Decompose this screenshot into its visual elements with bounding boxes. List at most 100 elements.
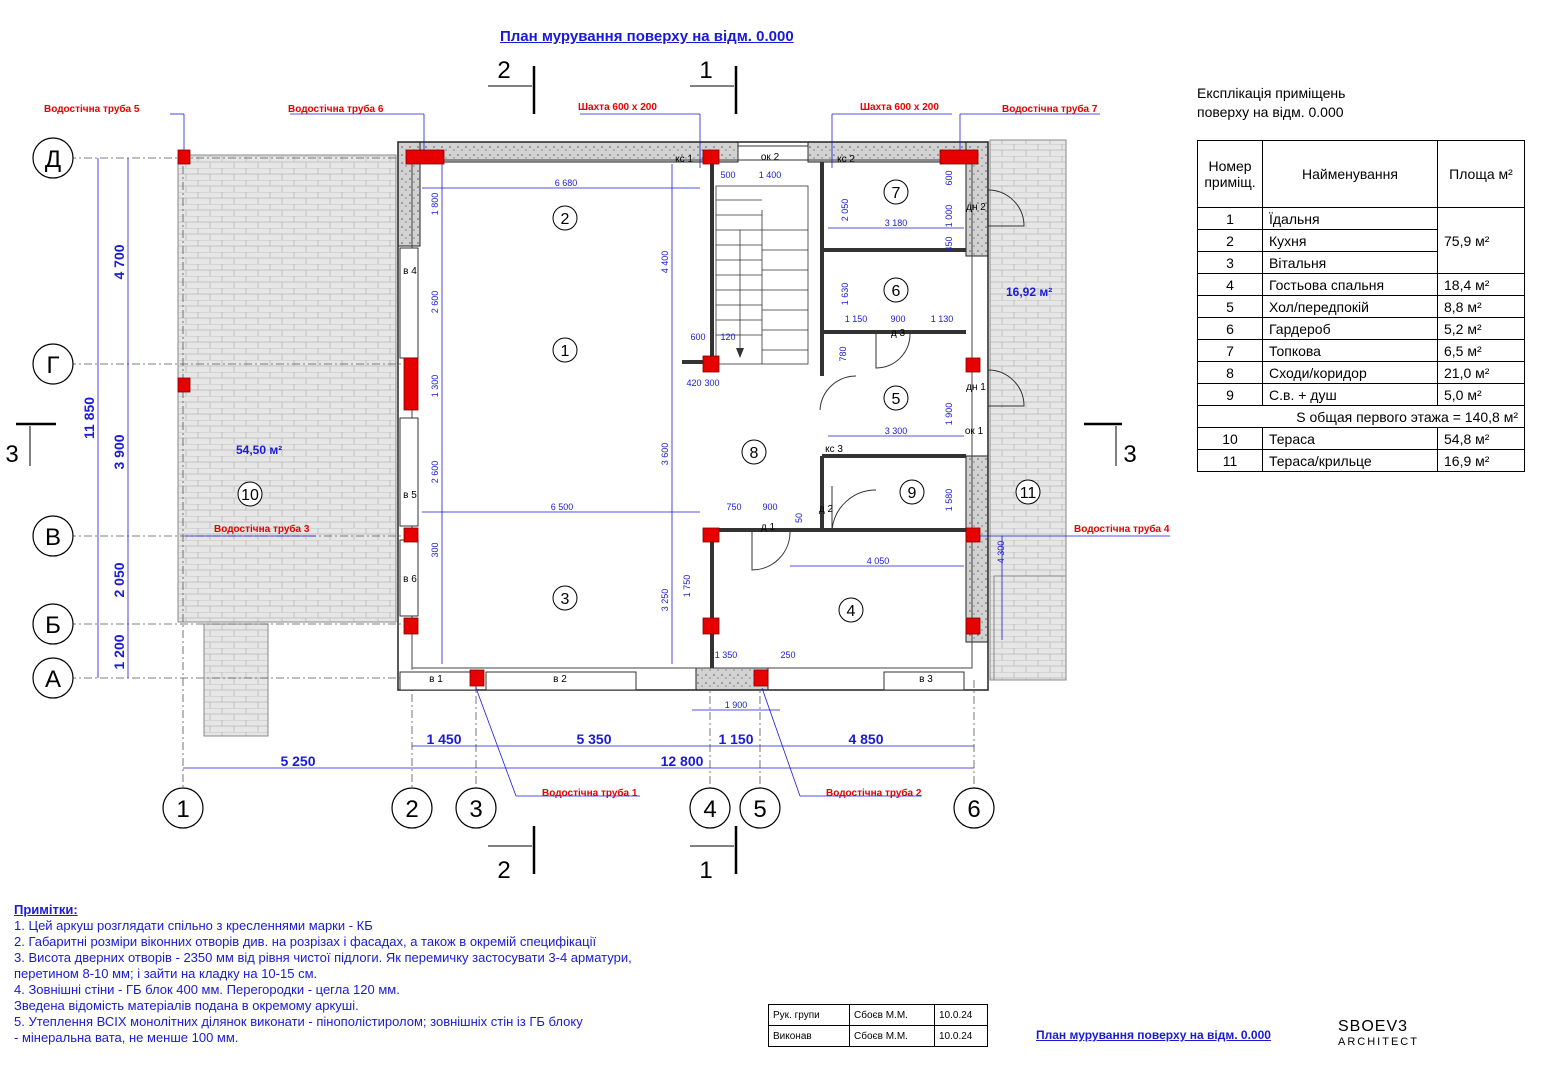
dim-label: 3 250	[660, 589, 670, 612]
dim-label: 750	[726, 502, 741, 512]
dim-label: 420	[686, 378, 701, 388]
dim-label: 1 350	[715, 650, 738, 660]
table-row: 1 Їдальня 75,9 м²	[1197, 207, 1525, 274]
logo-text: SBOEV3	[1338, 1018, 1409, 1035]
room-name: Їдальня	[1262, 207, 1438, 230]
pipe-label: Водостічна труба 3	[214, 523, 310, 535]
stamp-row: Рук. групи Сбоєв М.М. 10.0.24	[768, 1004, 988, 1026]
dim-label: 4 700	[111, 244, 127, 279]
dim-label: 1 750	[682, 575, 692, 598]
room-num: 10	[1197, 427, 1263, 450]
note-line: - мінеральна вата, не менше 100 мм.	[14, 1030, 239, 1045]
shaft-label: Шахта 600 х 200	[578, 102, 657, 113]
stamp-row: Виконав Сбоєв М.М. 10.0.24	[768, 1025, 988, 1047]
dim-label: 4 850	[848, 731, 883, 747]
dim-label: 1 800	[430, 193, 440, 216]
room-number: 8	[750, 445, 759, 462]
dim-label: 3 600	[660, 443, 670, 466]
dim-label: 2 600	[430, 291, 440, 314]
porch-area-label: 16,92 м²	[1006, 285, 1052, 299]
room-num: 8	[1197, 361, 1263, 384]
terrace-area-label: 54,50 м²	[236, 443, 282, 457]
notes-block: Примітки: 1. Цей аркуш розглядати спільн…	[14, 902, 632, 1046]
dim-label: 300	[430, 542, 440, 557]
stamp-role: Рук. групи	[768, 1004, 850, 1026]
room-num: 4	[1197, 273, 1263, 296]
note-line: 1. Цей аркуш розглядати спільно з кресле…	[14, 918, 373, 933]
stamp-role: Виконав	[768, 1025, 850, 1047]
room-name: Топкова	[1262, 339, 1438, 362]
pipe-label: Водостічна труба 6	[288, 103, 384, 115]
dim-label: 600	[944, 170, 954, 185]
dim-label: 1 130	[931, 314, 954, 324]
axis-number: 1	[176, 796, 189, 823]
drawing-title: План мурування поверху на відм. 0.000	[500, 28, 794, 45]
section-mark: 1	[699, 857, 712, 884]
room-num: 9	[1197, 383, 1263, 406]
stamp-date: 10.0.24	[934, 1025, 988, 1047]
opening-label: д 1	[761, 522, 776, 533]
dim-label: 50	[794, 513, 804, 523]
opening-label: дн 2	[966, 202, 986, 213]
room-area: 75,9 м²	[1437, 207, 1525, 274]
notes-heading: Примітки:	[14, 902, 78, 917]
opening-label: в 4	[403, 266, 417, 277]
section-mark: 2	[497, 57, 510, 84]
dim-label: 500	[720, 170, 735, 180]
pipe-label: Водостічна труба 5	[44, 103, 140, 115]
section-mark: 1	[699, 57, 712, 84]
room-area: 18,4 м²	[1437, 273, 1525, 296]
room-name: С.в. + душ	[1262, 383, 1438, 406]
axis-number: 5	[753, 796, 766, 823]
opening-label: в 6	[403, 574, 417, 585]
opening-label: в 5	[403, 490, 417, 501]
dim-label: 1 900	[944, 403, 954, 426]
opening-label: д 3	[891, 328, 906, 339]
table-row-total: S общая первого этажа = 140,8 м²	[1197, 405, 1525, 428]
room-number: 10	[241, 487, 259, 504]
dim-label: 2 050	[840, 199, 850, 222]
dim-label: 250	[780, 650, 795, 660]
room-name: Тераса/крильце	[1262, 449, 1438, 472]
note-line: Зведена відомість матеріалів подана в ок…	[14, 998, 359, 1013]
opening-label: в 1	[429, 674, 443, 685]
stair-steps-right	[993, 575, 1067, 681]
shaft-label: Шахта 600 х 200	[860, 102, 939, 113]
room-num: 7	[1197, 339, 1263, 362]
table-header: Номер приміщ.	[1197, 140, 1263, 208]
section-mark: 2	[497, 857, 510, 884]
room-area: 54,8 м²	[1437, 427, 1525, 450]
dim-label: 1 150	[718, 731, 753, 747]
dim-label: 1 300	[430, 375, 440, 398]
room-number: 6	[892, 283, 901, 300]
room-number: 4	[847, 603, 856, 620]
explication-title-line: Експлікація приміщень	[1197, 85, 1346, 101]
note-line: 3. Висота дверних отворів - 2350 мм від …	[14, 950, 632, 965]
pipe-label: Водостічна труба 7	[1002, 103, 1098, 115]
room-area: 6,5 м²	[1437, 339, 1525, 362]
room-num: 2	[1197, 229, 1263, 252]
pipe-label: Водостічна труба 1	[542, 787, 638, 799]
opening-label: в 2	[553, 674, 567, 685]
pipe-label: Водостічна труба 2	[826, 787, 922, 799]
table-header: Найменування	[1262, 140, 1438, 208]
axis-letter: В	[45, 524, 61, 551]
total-area: S общая первого этажа = 140,8 м²	[1197, 405, 1525, 428]
dim-label: 1 200	[111, 634, 127, 669]
section-mark: 3	[5, 441, 18, 468]
room-num: 3	[1197, 251, 1263, 274]
opening-label: кс 3	[825, 444, 843, 455]
room-number: 7	[892, 185, 901, 202]
note-line: 2. Габаритні розміри віконних отворів ди…	[14, 934, 597, 949]
stamp-sheet-title: План мурування поверху на відм. 0.000	[1036, 1028, 1271, 1042]
stamp-person: Сбоєв М.М.	[849, 1004, 935, 1026]
room-name: Тераса	[1262, 427, 1438, 450]
room-area: 5,0 м²	[1437, 383, 1525, 406]
dim-label: 900	[890, 314, 905, 324]
note-line: 5. Утеплення ВСІХ монолітних ділянок вик…	[14, 1014, 583, 1029]
